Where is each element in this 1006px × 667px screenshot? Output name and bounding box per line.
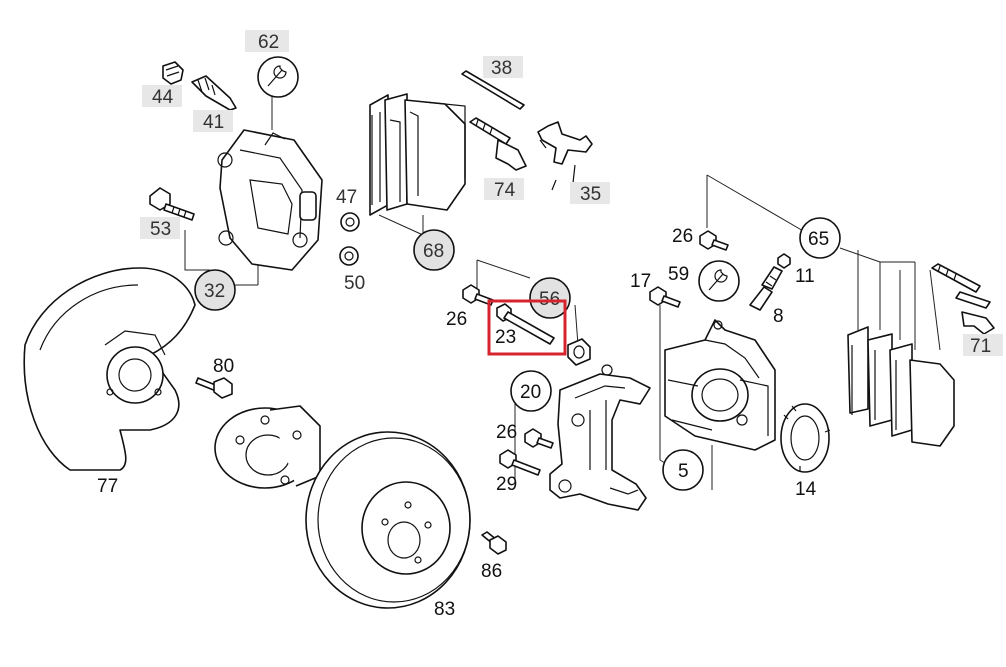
label-32: 32 bbox=[204, 281, 225, 302]
part-62-wrench: 62 bbox=[245, 30, 299, 98]
label-8: 8 bbox=[773, 306, 784, 327]
part-68-pads: 68 bbox=[369, 93, 466, 271]
label-41: 41 bbox=[203, 112, 224, 133]
part-74: 74 bbox=[469, 117, 527, 201]
wrench-icon bbox=[708, 269, 728, 291]
part-65: 26 65 bbox=[672, 217, 841, 259]
label-59: 59 bbox=[668, 264, 689, 285]
label-68: 68 bbox=[423, 241, 444, 262]
label-23: 23 bbox=[495, 327, 516, 348]
part-47-50: 47 50 bbox=[336, 187, 365, 294]
part-hub bbox=[214, 405, 321, 489]
label-62: 62 bbox=[258, 32, 279, 53]
part-44: 44 bbox=[142, 61, 184, 108]
label-83: 83 bbox=[434, 599, 455, 620]
part-35: 35 bbox=[537, 121, 610, 205]
part-bushing bbox=[567, 338, 591, 366]
part-77-backing-plate: 77 bbox=[23, 267, 196, 497]
part-80: 80 bbox=[195, 356, 234, 399]
label-80: 80 bbox=[213, 356, 234, 377]
label-29: 29 bbox=[496, 474, 517, 495]
label-14: 14 bbox=[795, 479, 817, 500]
label-44: 44 bbox=[152, 87, 174, 108]
label-20: 20 bbox=[520, 382, 541, 403]
part-14-seal: 14 bbox=[780, 403, 831, 500]
wrench-icon bbox=[267, 65, 287, 87]
label-38: 38 bbox=[491, 58, 512, 79]
part-pads-right bbox=[847, 326, 955, 447]
part-caliper-bracket bbox=[549, 364, 651, 511]
part-17-59: 17 59 bbox=[630, 260, 740, 308]
part-20: 20 bbox=[510, 370, 552, 412]
part-83-disc: 83 bbox=[305, 431, 471, 620]
part-26-upper: 26 bbox=[446, 284, 494, 330]
part-26-29-lower: 26 29 bbox=[496, 422, 554, 495]
label-65: 65 bbox=[808, 229, 829, 250]
label-71: 71 bbox=[970, 336, 991, 357]
label-77: 77 bbox=[97, 476, 118, 497]
highlight-box bbox=[487, 299, 567, 356]
part-86: 86 bbox=[481, 531, 507, 582]
part-41: 41 bbox=[191, 75, 237, 133]
label-47: 47 bbox=[336, 187, 357, 208]
label-5: 5 bbox=[678, 461, 689, 482]
part-caliper-right bbox=[664, 319, 776, 451]
label-26-lower: 26 bbox=[496, 422, 517, 443]
label-17: 17 bbox=[630, 271, 651, 292]
part-32: 32 bbox=[194, 269, 236, 311]
label-53: 53 bbox=[150, 219, 171, 240]
part-38: 38 bbox=[461, 56, 525, 110]
part-23-guide-pin: 23 bbox=[487, 299, 567, 356]
part-5: 5 bbox=[662, 449, 704, 491]
part-11-8: 11 8 bbox=[749, 253, 815, 327]
part-71: 71 bbox=[931, 263, 1003, 357]
label-26-right: 26 bbox=[672, 226, 693, 247]
label-50: 50 bbox=[344, 273, 365, 294]
part-53: 53 bbox=[140, 187, 195, 240]
label-11: 11 bbox=[795, 266, 815, 287]
label-26-upper: 26 bbox=[446, 309, 467, 330]
label-74: 74 bbox=[494, 180, 516, 201]
label-86: 86 bbox=[481, 561, 502, 582]
leader-lines bbox=[184, 95, 941, 490]
label-35: 35 bbox=[580, 184, 601, 205]
part-caliper-left bbox=[217, 129, 323, 271]
